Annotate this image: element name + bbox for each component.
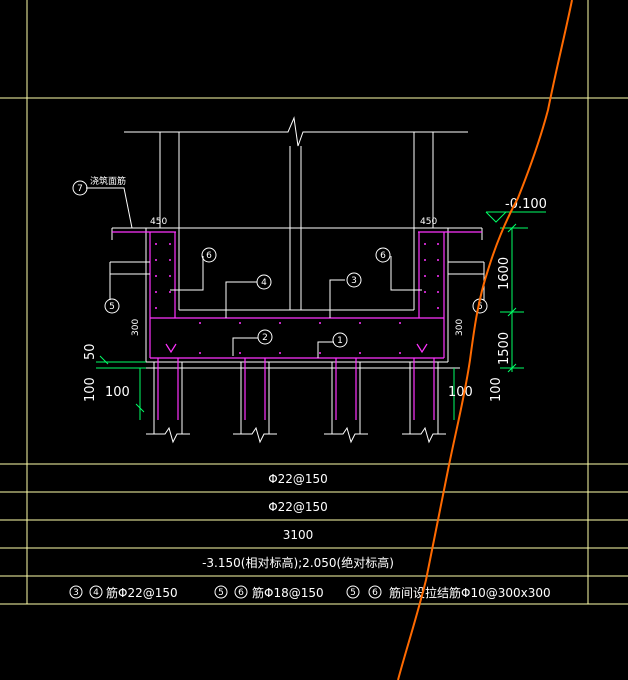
table-tag-3: 3: [73, 588, 79, 598]
tag-5-right-label: 5: [477, 302, 483, 312]
dim-1500: 1500: [497, 332, 512, 365]
tag-6-left-label: 6: [206, 251, 212, 261]
tag-1: [332, 332, 348, 348]
rebar-lines: [112, 231, 482, 420]
dim-50: 50: [83, 343, 98, 360]
rebar-tags: [72, 180, 488, 348]
pile-3: [324, 362, 368, 444]
table-tag-6b: 6: [372, 588, 378, 598]
tag-6-right: [375, 247, 391, 263]
table-row-5: 3 4 筋Φ22@150 5 6 筋Φ18@150 5 6 筋间设拉结筋Φ10@…: [69, 585, 551, 600]
dim-100-right-h: 100: [448, 385, 473, 400]
table-row-1: Φ22@150: [268, 472, 328, 486]
table-tag-6a: 6: [238, 588, 244, 598]
table-row-3: 3100: [283, 528, 314, 542]
dim-100-left-v: 100: [83, 377, 98, 402]
pile-1: [146, 362, 190, 444]
tag-3: [346, 272, 362, 288]
dim-450-right: 450: [420, 217, 437, 227]
table-tag-5b: 5: [350, 588, 356, 598]
tag-5-left: [104, 298, 120, 314]
table-row-4: -3.150(相对标高);2.050(绝对标高): [202, 555, 394, 570]
table-tag-5a: 5: [218, 588, 224, 598]
tag-6-left: [201, 247, 217, 263]
piles: [146, 362, 446, 444]
table-row-2: Φ22@150: [268, 500, 328, 514]
wall-outline: [111, 116, 483, 369]
tag-3-label: 3: [351, 276, 357, 286]
rebar-tag-text: 7 5 6 4 3 6 5 2 1 浇筑面筋: [77, 175, 483, 346]
table-tag-4: 4: [93, 588, 99, 598]
tag-4-label: 4: [261, 278, 267, 288]
tag-7: [72, 180, 88, 196]
tag-6-right-label: 6: [380, 251, 386, 261]
dim-450-left: 450: [150, 217, 167, 227]
table-text-c: 筋间设拉结筋Φ10@300x300: [389, 585, 551, 600]
tag-2-label: 2: [262, 333, 268, 343]
pile-4: [402, 362, 446, 444]
dim-100-left-h: 100: [105, 385, 130, 400]
dim-100-right-v: 100: [489, 377, 504, 402]
spec-table: Φ22@150 Φ22@150 3100 -3.150(相对标高);2.050(…: [69, 472, 551, 600]
tag-7-description: 浇筑面筋: [90, 175, 126, 187]
table-text-b: 筋Φ18@150: [252, 585, 324, 600]
rebar-dots: [155, 243, 439, 354]
tag-5-left-label: 5: [109, 302, 115, 312]
dim-300-left: 300: [131, 319, 141, 336]
tag-1-label: 1: [337, 336, 343, 346]
tag-7-label: 7: [77, 184, 83, 194]
pile-2: [233, 362, 277, 444]
tag-2: [257, 329, 273, 345]
table-text-a: 筋Φ22@150: [106, 585, 178, 600]
leader-lines: [86, 187, 485, 358]
tag-4: [256, 274, 272, 290]
section-cut-line: [397, 0, 573, 680]
drawing-frame: [0, 0, 628, 605]
dim-300-right: 300: [455, 319, 465, 336]
dim-1600: 1600: [497, 257, 512, 290]
